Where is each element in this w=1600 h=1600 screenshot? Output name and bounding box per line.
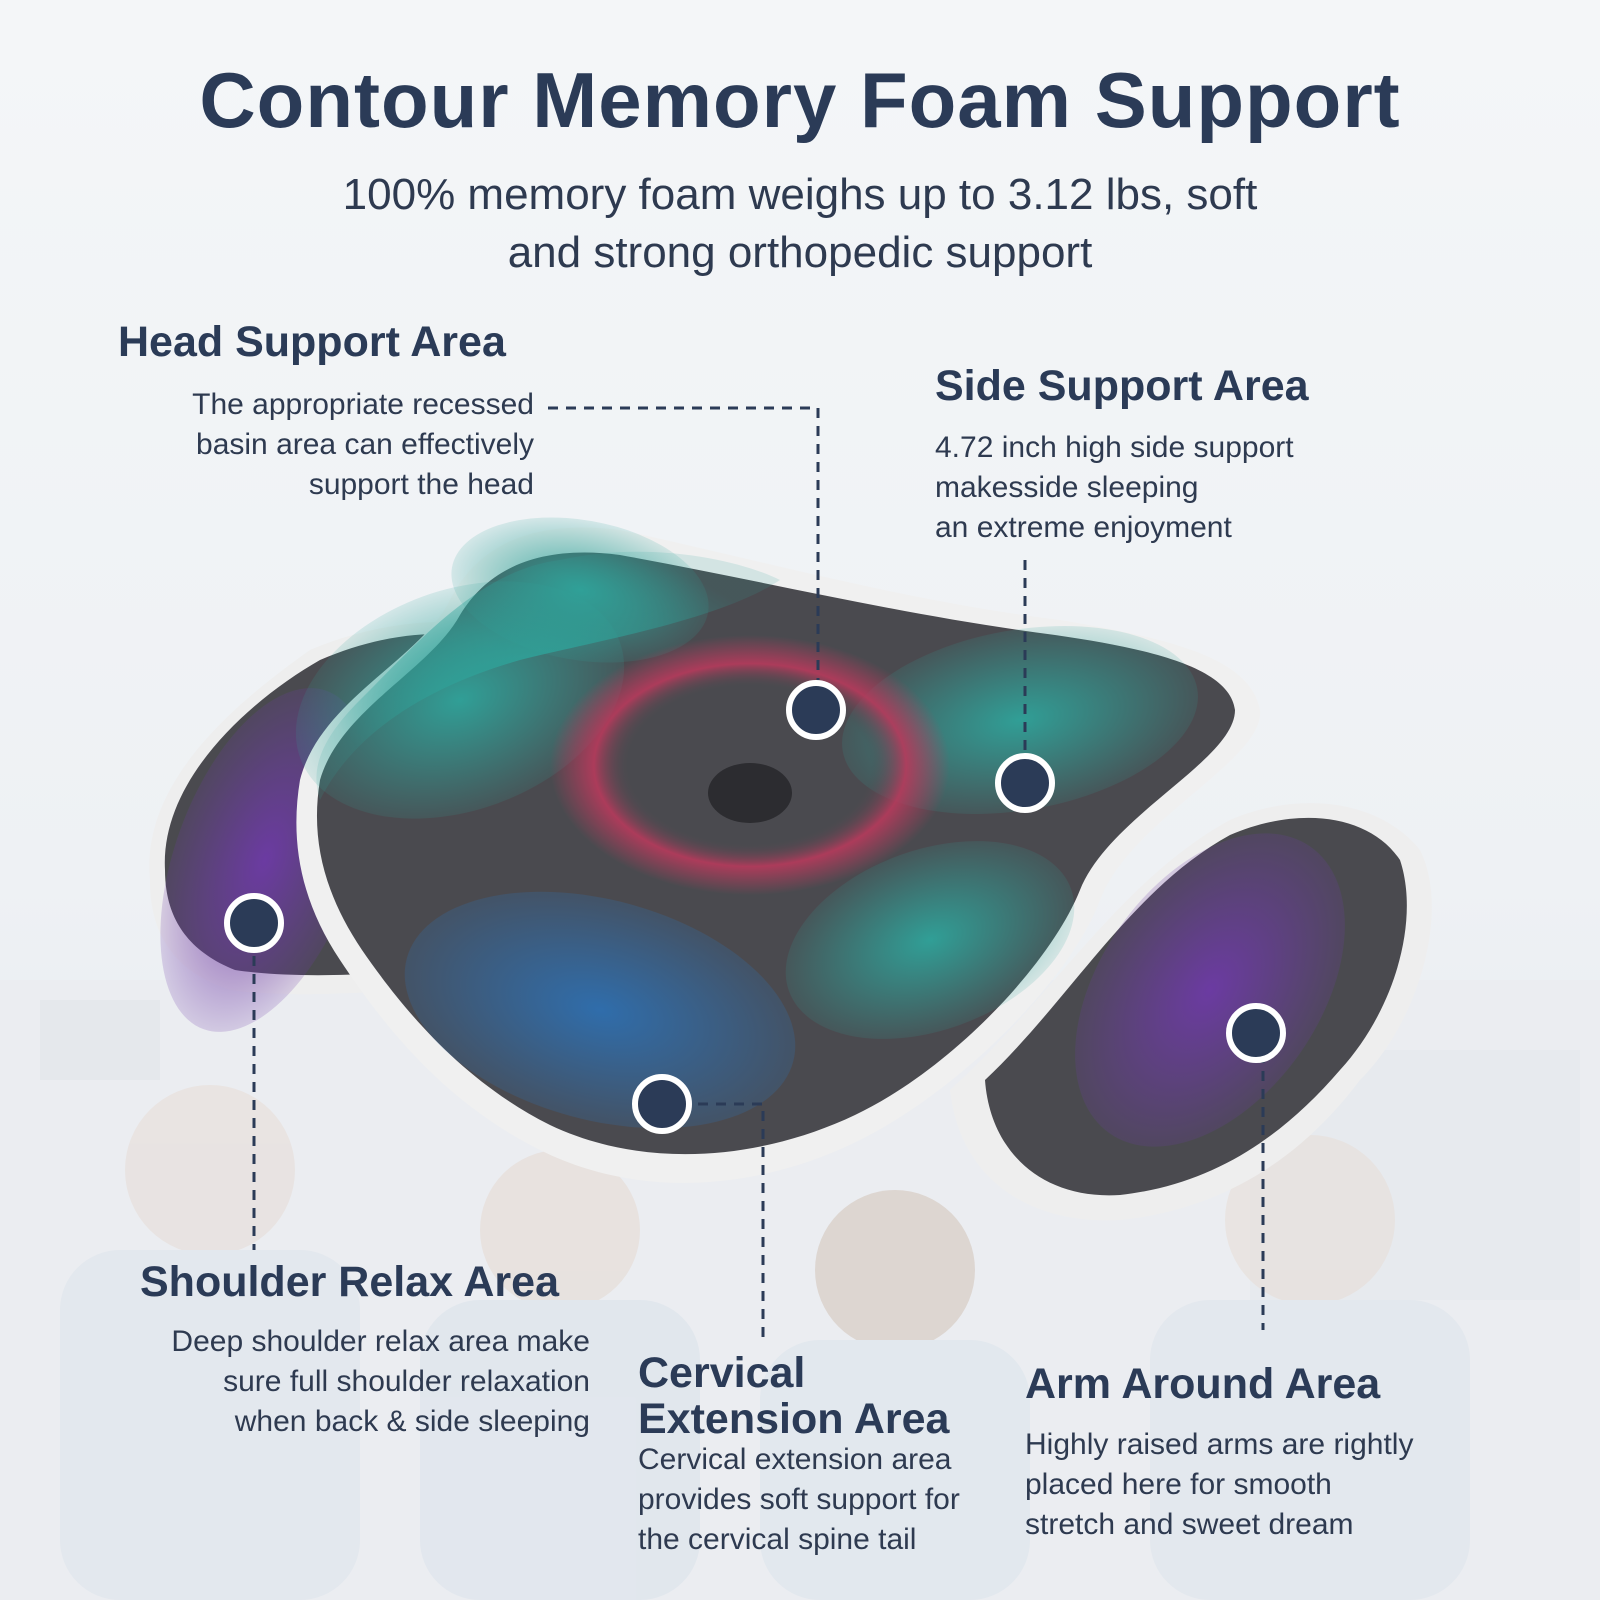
arm-area-title: Arm Around Area [1025, 1360, 1381, 1408]
shoulder-desc-line: when back & side sleeping [234, 1405, 590, 1438]
shoulder-area-title: Shoulder Relax Area [140, 1258, 559, 1306]
arm-area-description: Highly raised arms are rightly placed he… [1025, 1425, 1475, 1545]
side-area-title: Side Support Area [935, 362, 1309, 410]
arm-desc-line: stretch and sweet dream [1025, 1508, 1354, 1541]
shoulder-desc-line: Deep shoulder relax area make [171, 1325, 590, 1358]
side-desc-line: 4.72 inch high side support [935, 431, 1294, 464]
cervical-title-line-2: Extension Area [638, 1395, 950, 1443]
cervical-desc-line: provides soft support for [638, 1483, 960, 1516]
subtitle-line-2: and strong orthopedic support [507, 228, 1093, 277]
head-area-description: The appropriate recessed basin area can … [100, 385, 534, 505]
cervical-desc-line: the cervical spine tail [638, 1523, 917, 1556]
head-area-title: Head Support Area [118, 318, 506, 366]
page-subtitle: 100% memory foam weighs up to 3.12 lbs, … [200, 166, 1400, 282]
shoulder-area-description: Deep shoulder relax area make sure full … [100, 1322, 590, 1442]
head-desc-line: support the head [308, 468, 534, 501]
cervical-desc-line: Cervical extension area [638, 1443, 952, 1476]
arm-desc-line: Highly raised arms are rightly [1025, 1428, 1414, 1461]
shoulder-desc-line: sure full shoulder relaxation [223, 1365, 590, 1398]
arm-desc-line: placed here for smooth [1025, 1468, 1332, 1501]
side-area-description: 4.72 inch high side support makesside sl… [935, 428, 1455, 548]
head-desc-line: basin area can effectively [196, 428, 534, 461]
subtitle-line-1: 100% memory foam weighs up to 3.12 lbs, … [342, 170, 1258, 219]
cervical-title-line-1: Cervical [638, 1349, 806, 1397]
right-pillow [950, 803, 1432, 1221]
side-desc-line: makesside sleeping [935, 471, 1199, 504]
cervical-area-title: Cervical Extension Area [638, 1350, 949, 1442]
page-title: Contour Memory Foam Support [199, 56, 1401, 144]
head-desc-line: The appropriate recessed [192, 388, 534, 421]
side-desc-line: an extreme enjoyment [935, 511, 1232, 544]
cervical-area-description: Cervical extension area provides soft su… [638, 1440, 998, 1560]
